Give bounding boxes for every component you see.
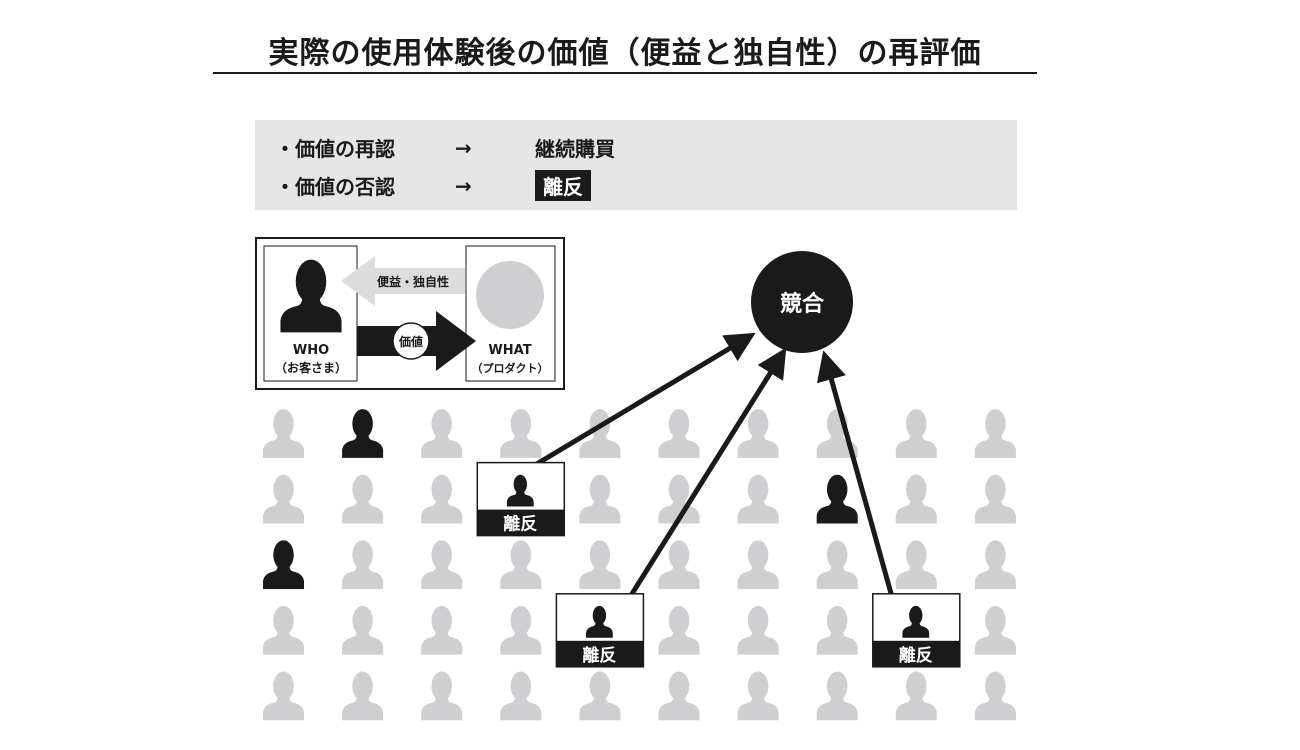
- customer-icon: [500, 671, 542, 721]
- customer-icon: [658, 540, 700, 590]
- customer-icon: [974, 540, 1016, 590]
- churn-arrow: [627, 347, 787, 599]
- churned-customer-box: 離反: [872, 593, 961, 668]
- summary-panel: ・価値の再認 → 継続購買 ・価値の否認 → 離反: [255, 120, 1017, 210]
- customer-icon: [262, 605, 305, 655]
- customer-icon: [974, 671, 1016, 721]
- customer-icon: [737, 605, 779, 655]
- churned-customers: 離反離反離反: [476, 461, 961, 668]
- churned-customer-box: 離反: [476, 461, 566, 537]
- churn-label: 離反: [503, 514, 537, 535]
- customer-icon: [895, 474, 937, 524]
- customer-icon: [737, 474, 779, 524]
- summary-label: ・価値の再認: [275, 137, 395, 161]
- competitor-label: 競合: [780, 291, 825, 317]
- customer-icon: [342, 671, 384, 721]
- what-sublabel: （プロダクト）: [472, 361, 549, 375]
- customer-icon: [658, 605, 700, 655]
- churn-arrow: [816, 350, 895, 598]
- summary-row-reaffirm: ・価値の再認 → 継続購買: [275, 133, 615, 162]
- customer-icon: [500, 540, 542, 590]
- customer-icon: [658, 671, 700, 721]
- churn-tag: 離反: [535, 170, 591, 201]
- customer-icon: [579, 671, 621, 721]
- churn-arrows: [533, 332, 895, 599]
- page-title: 実際の使用体験後の価値（便益と独自性）の再評価: [268, 36, 982, 71]
- customer-icon: [421, 540, 463, 590]
- customer-icon: [262, 474, 305, 524]
- who-sublabel: （お客さま）: [275, 360, 347, 375]
- customer-icon: [421, 474, 463, 524]
- arrow-icon: →: [455, 135, 472, 160]
- customer-icon: [262, 671, 305, 721]
- customer-icon: [974, 409, 1016, 458]
- customer-icon: [816, 671, 858, 721]
- value-label: 価値: [398, 334, 423, 349]
- summary-row-deny: ・価値の否認 → 離反: [275, 170, 591, 201]
- arrow-icon: →: [455, 173, 472, 198]
- competitor-node: 競合: [751, 251, 853, 353]
- active-customer-icon: [816, 474, 858, 524]
- customer-icon: [658, 409, 700, 458]
- customer-icon: [579, 474, 621, 524]
- churn-arrow: [533, 332, 756, 468]
- customer-icon: [342, 540, 384, 590]
- who-label: WHO: [293, 343, 329, 358]
- customer-icon: [737, 671, 779, 721]
- customer-crowd: [262, 409, 1016, 721]
- customer-icon: [500, 409, 542, 458]
- active-customer-icon: [342, 409, 384, 458]
- who-what-inset: 便益・独自性 価値 WHO （お客さま） WHAT （プロダクト）: [255, 237, 565, 390]
- summary-result: 継続購買: [535, 137, 615, 161]
- churn-label: 離反: [582, 645, 616, 666]
- customer-icon: [895, 671, 937, 721]
- customer-icon: [974, 474, 1016, 524]
- customer-icon: [816, 540, 858, 590]
- customer-icon: [421, 605, 463, 655]
- title-underline: [213, 72, 1037, 74]
- customer-icon: [895, 409, 937, 458]
- product-icon: [476, 261, 544, 329]
- churned-customer-box: 離反: [555, 593, 645, 668]
- customer-icon: [816, 605, 858, 655]
- benefit-arrow: [341, 256, 465, 306]
- customer-icon: [737, 540, 779, 590]
- customer-icon: [342, 474, 384, 524]
- customer-icon: [579, 540, 621, 590]
- active-customer-icon: [262, 540, 305, 590]
- customer-icon: [974, 605, 1016, 655]
- benefit-label: 便益・独自性: [377, 274, 449, 289]
- customer-icon: [421, 409, 463, 458]
- customer-icon: [895, 540, 937, 590]
- customer-icon: [262, 409, 305, 458]
- summary-label: ・価値の否認: [275, 175, 395, 199]
- customer-icon: [421, 671, 463, 721]
- churn-label: 離反: [899, 645, 933, 666]
- customer-icon: [500, 605, 542, 655]
- what-label: WHAT: [488, 343, 531, 358]
- customer-icon: [342, 605, 384, 655]
